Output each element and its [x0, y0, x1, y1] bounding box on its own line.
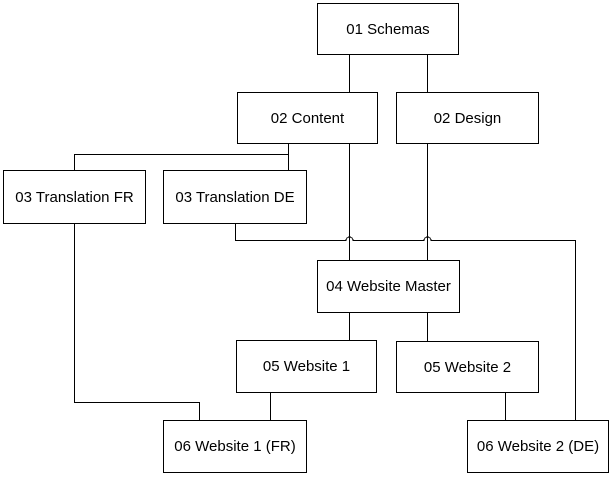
connector-translation-fr-website-1-fr: [74, 224, 200, 420]
node-translation-fr: 03 Translation FR: [3, 170, 146, 224]
node-design: 02 Design: [396, 92, 539, 144]
node-content: 02 Content: [237, 92, 378, 144]
node-schemas: 01 Schemas: [317, 3, 459, 55]
node-translation-de: 03 Translation DE: [163, 170, 307, 224]
node-website-2-de: 06 Website 2 (DE): [467, 420, 609, 473]
connector-content-translations: [74, 144, 289, 170]
node-website-1-fr: 06 Website 1 (FR): [163, 420, 307, 473]
node-website-1: 05 Website 1: [236, 340, 377, 393]
node-website-master: 04 Website Master: [317, 260, 460, 313]
connector-translation-de-website-2-de: [235, 224, 576, 420]
node-website-2: 05 Website 2: [396, 341, 539, 393]
